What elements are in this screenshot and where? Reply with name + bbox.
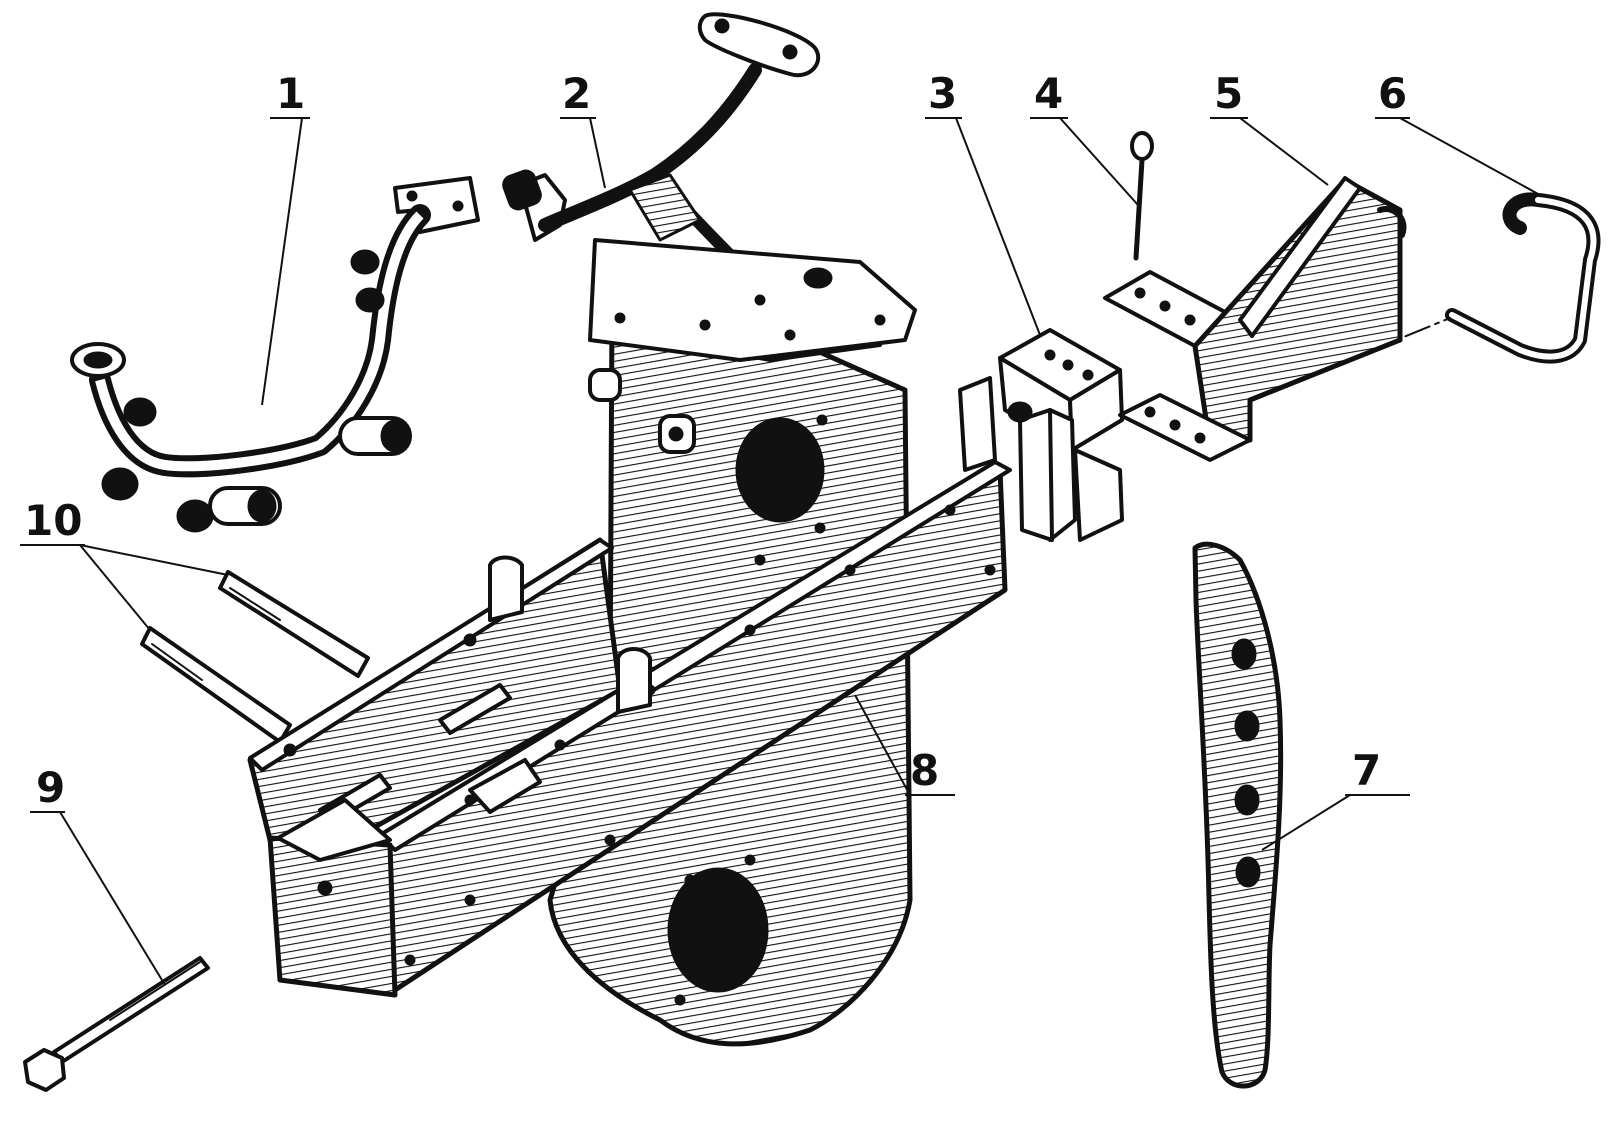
callout-7: 7 xyxy=(1352,746,1381,795)
callout-labels: 1 2 3 4 5 6 7 8 9 10 xyxy=(24,69,1407,812)
part-9-bolt xyxy=(23,956,210,1092)
leader-lines xyxy=(20,117,1541,986)
part-6-hook xyxy=(1445,192,1601,364)
callout-8: 8 xyxy=(910,746,939,795)
callout-6: 6 xyxy=(1378,69,1407,118)
callout-10: 10 xyxy=(24,496,82,545)
part-8-frame xyxy=(247,376,1012,998)
callout-1: 1 xyxy=(276,69,305,118)
part-3-clamp xyxy=(998,328,1124,542)
callout-2: 2 xyxy=(562,69,591,118)
callout-5: 5 xyxy=(1214,69,1243,118)
part-4-pin xyxy=(1130,131,1154,261)
callout-9: 9 xyxy=(36,763,65,812)
part-7-plate xyxy=(1192,541,1284,1089)
callout-3: 3 xyxy=(928,69,957,118)
callout-4: 4 xyxy=(1034,69,1063,118)
assembly-center-lines xyxy=(1249,317,1451,401)
part-5-housing xyxy=(1103,176,1407,462)
part-10-pins xyxy=(140,570,370,744)
part-1-bracket xyxy=(70,176,480,533)
